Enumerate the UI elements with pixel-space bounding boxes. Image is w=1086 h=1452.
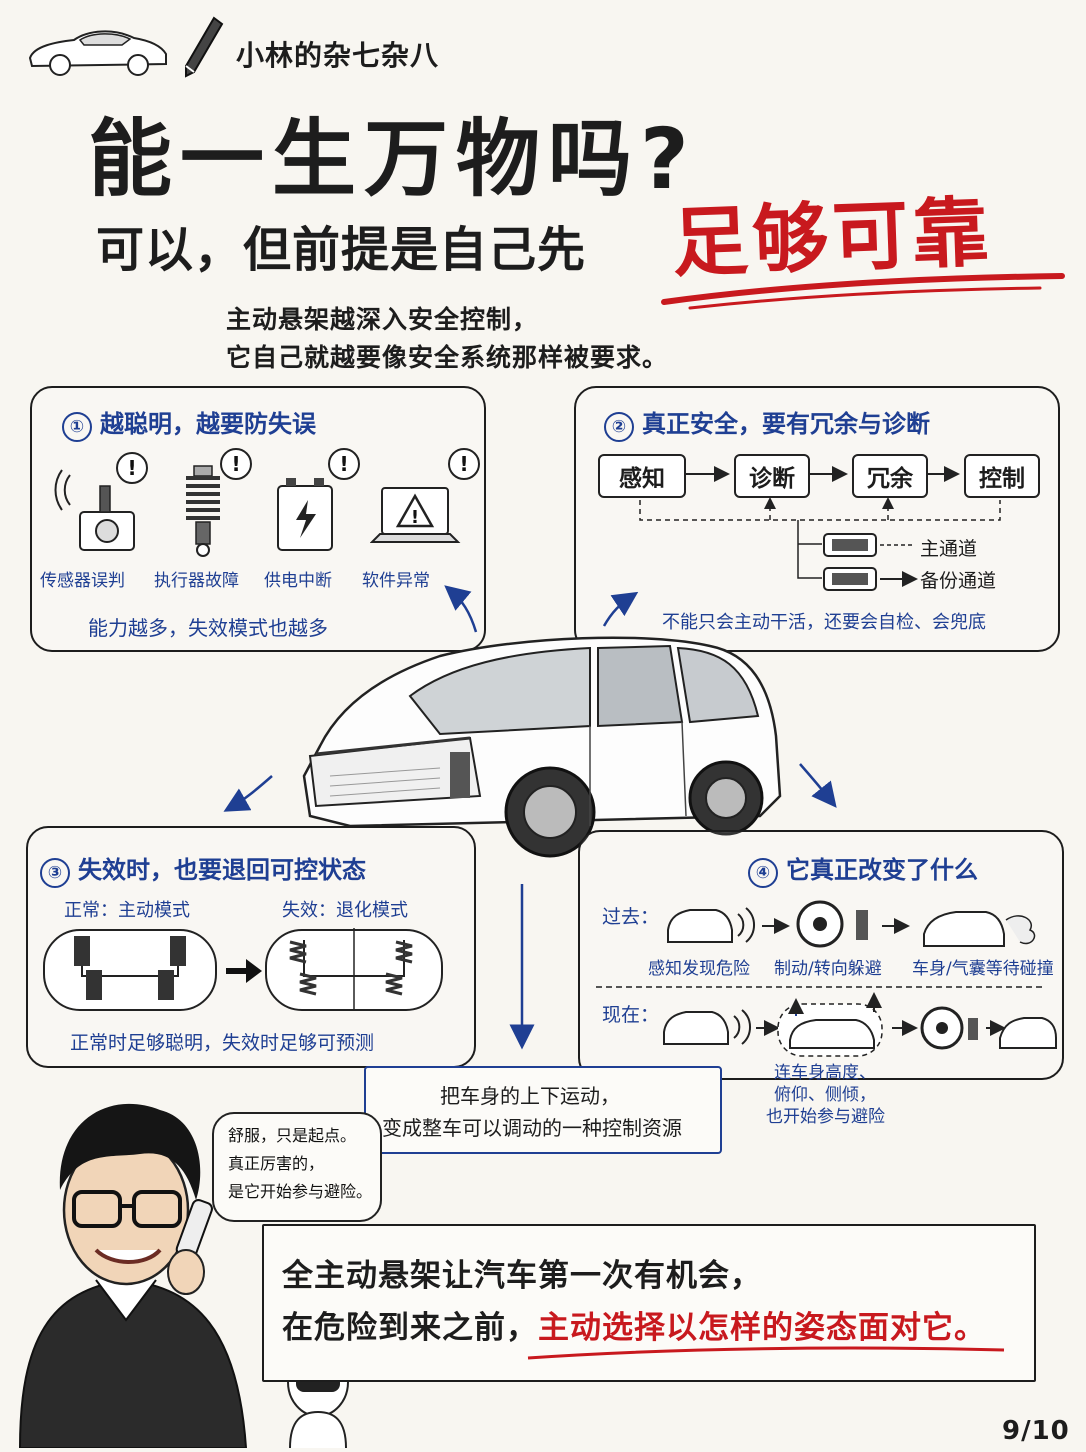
panel2-title: ② 真正安全，要有冗余与诊断 — [604, 404, 930, 442]
page-title: 能一生万物吗? — [88, 110, 697, 208]
now-note-2: 也开始参与避险 — [766, 1107, 885, 1127]
panel1-number: ① — [62, 412, 92, 442]
flow-box-redundancy: 冗余 — [852, 454, 928, 498]
svg-text:!: ! — [459, 452, 468, 476]
flow-box-perception: 感知 — [598, 454, 686, 498]
panel1-item-3: 软件异常 — [362, 571, 430, 591]
main-channel-label: 主通道 — [920, 538, 978, 560]
panel4-title-text: 它真正改变了什么 — [786, 856, 978, 884]
intro-line-1: 主动悬架越深入安全控制， — [226, 305, 539, 334]
speech-bubble: 舒服，只是起点。 真正厉害的， 是它开始参与避险。 — [212, 1112, 382, 1222]
intro-line-2: 它自己就越要像安全系统那样被要求。 — [226, 343, 669, 372]
conclusion-panel: 全主动悬架让汽车第一次有机会， 在危险到来之前，主动选择以怎样的姿态面对它。 — [262, 1224, 1036, 1382]
presenter-avatar — [0, 1080, 270, 1449]
now-label: 现在： — [602, 1004, 660, 1026]
header-car-icon — [22, 18, 172, 80]
panel2-title-text: 真正安全，要有冗余与诊断 — [642, 410, 930, 438]
past-flow-diagram — [667, 900, 1036, 948]
past-item-1: 制动/转向躲避 — [774, 959, 882, 979]
transition-arrow-icon — [224, 956, 264, 986]
conclusion-highlight: 主动选择以怎样的姿态面对它。 — [538, 1310, 986, 1346]
page-number: 9/10 — [1002, 1416, 1070, 1446]
page-subtitle: 可以，但前提是自己先 — [96, 210, 586, 280]
panel4-number: ④ — [748, 858, 778, 888]
flow-box-diagnosis: 诊断 — [734, 454, 810, 498]
panel3-normal-label: 正常：主动模式 — [64, 900, 190, 921]
battery-icon: ! — [264, 446, 364, 562]
panel3-title-text: 失效时，也要退回可控状态 — [78, 856, 366, 884]
panel1-item-0: 传感器误判 — [40, 571, 125, 591]
sensor-icon: ! — [50, 450, 150, 560]
panel-degraded-mode: ③ 失效时，也要退回可控状态 正常：主动模式 失效：退化模式 正常时足够聪明，失效… — [26, 826, 476, 1068]
past-item-2: 车身/气囊等待碰撞 — [912, 959, 1054, 979]
actuator-icon: ! — [156, 446, 256, 562]
conclusion-line-2: 在危险到来之前，主动选择以怎样的姿态面对它。 — [282, 1302, 986, 1347]
speech-line-1: 舒服，只是起点。 — [228, 1126, 357, 1145]
panel1-title: ① 越聪明，越要防失误 — [62, 404, 316, 442]
flow-box-control: 控制 — [964, 454, 1040, 498]
now-note-1: 俯仰、侧倾， — [774, 1085, 876, 1105]
laptop-warning-icon: ! ! — [369, 446, 482, 562]
speech-line-3: 是它开始参与避险。 — [228, 1182, 373, 1201]
panel-redundancy: ② 真正安全，要有冗余与诊断 感知 诊断 冗余 控制 主通道 备份通道 不能只会主… — [574, 386, 1060, 652]
svg-text:!: ! — [231, 452, 240, 476]
control-resource-line-2: 变成整车可以调动的一种控制资源 — [382, 1116, 682, 1140]
panel3-footer: 正常时足够聪明，失效时足够可预测 — [70, 1032, 375, 1054]
control-resource-line-1: 把车身的上下运动， — [440, 1084, 620, 1108]
backup-channel-label: 备份通道 — [920, 570, 997, 592]
svg-text:!: ! — [411, 507, 419, 528]
panel1-item-2: 供电中断 — [264, 571, 332, 591]
panel1-item-1: 执行器故障 — [154, 571, 239, 591]
panel-what-changed: ④ 它真正改变了什么 过去： 感知发现危险 制动/转向躲避 车身/气囊等待碰撞 现… — [578, 830, 1064, 1127]
panel1-footer: 能力越多，失效模式也越多 — [88, 616, 328, 640]
svg-text:!: ! — [339, 452, 348, 476]
normal-mode-diagram — [42, 926, 218, 1014]
panel3-title: ③ 失效时，也要退回可控状态 — [40, 850, 366, 888]
speech-line-2: 真正厉害的， — [228, 1154, 325, 1173]
panel3-number: ③ — [40, 858, 70, 888]
conclusion-red-underline — [527, 1346, 1005, 1360]
panel2-footer: 不能只会主动干活，还要会自检、会兜底 — [662, 612, 986, 633]
red-underline — [661, 273, 1065, 310]
past-item-0: 感知发现危险 — [648, 959, 750, 979]
panel2-number: ② — [604, 412, 634, 442]
past-label: 过去： — [602, 906, 660, 928]
panel-fault-prevention: ① 越聪明，越要防失误 ! ! ! — [30, 386, 486, 652]
control-resource-box: 把车身的上下运动， 变成整车可以调动的一种控制资源 — [364, 1066, 722, 1154]
subtitle-prefix: 可以，但前提是自己先 — [96, 222, 587, 278]
flow-arrows — [639, 466, 1001, 591]
now-flow-diagram — [663, 992, 1057, 1057]
brand-subtitle: 小林的杂七杂八 — [236, 39, 440, 72]
now-note-0: 连车身高度、 — [774, 1063, 876, 1083]
minivan-illustration — [290, 626, 790, 866]
panel1-title-text: 越聪明，越要防失误 — [100, 410, 316, 438]
conclusion-prefix: 在危险到来之前， — [282, 1310, 538, 1346]
svg-text:!: ! — [127, 456, 136, 480]
degraded-mode-diagram — [264, 926, 444, 1014]
conclusion-line-1: 全主动悬架让汽车第一次有机会， — [282, 1258, 762, 1294]
panel4-title: ④ 它真正改变了什么 — [748, 850, 978, 888]
panel3-failure-label: 失效：退化模式 — [282, 900, 408, 921]
dashed-divider — [596, 986, 1042, 988]
pencil-icon — [180, 14, 224, 78]
